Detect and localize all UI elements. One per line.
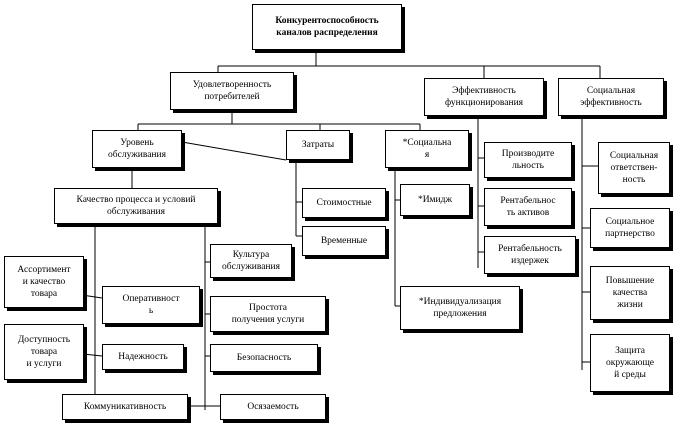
- safety-node: Безопасность: [210, 344, 318, 372]
- quality-node: Качество процесса и условий обслуживания: [54, 188, 218, 224]
- partnership-node: Социальное партнерство: [590, 208, 670, 248]
- service-level-node: Уровень обслуживания: [92, 130, 182, 168]
- social-efficiency-node: Социальная эффективность: [558, 78, 664, 116]
- image-node: *Имидж: [400, 184, 470, 216]
- assortment-node: Ассортимент и качество товара: [4, 256, 84, 308]
- functioning-efficiency-node: Эффективность функционирования: [424, 78, 544, 116]
- individualization-node: *Индивидуализация предложения: [400, 286, 520, 330]
- monetary-costs-node: Стоимостные: [302, 188, 386, 218]
- productivity-node: Производите льность: [484, 142, 572, 178]
- satisfaction-node: Удовлетворенность потребителей: [170, 72, 294, 110]
- tangibility-node: Осязаемость: [220, 394, 326, 420]
- life-quality-node: Повышение качества жизни: [590, 266, 670, 320]
- social-responsibility-node: Социальная ответствен- ность: [598, 142, 670, 194]
- social-node: *Социальна я: [385, 130, 469, 168]
- availability-node: Доступность товара и услуги: [4, 324, 84, 380]
- asset-profitability-node: Рентабельнос ть активов: [484, 188, 572, 226]
- promptness-node: Оперативност ь: [102, 286, 200, 324]
- costs-node: Затраты: [286, 130, 350, 160]
- environment-node: Защита окружающе й среды: [590, 334, 670, 392]
- service-culture-node: Культура обслуживания: [210, 244, 292, 278]
- root-node: Конкурентоспособность каналов распределе…: [252, 4, 402, 50]
- cost-profitability-node: Рентабельность издержек: [484, 236, 576, 274]
- simplicity-node: Простота получения услуги: [210, 296, 326, 332]
- reliability-node: Надежность: [102, 344, 184, 370]
- communicativeness-node: Коммуникативность: [62, 394, 188, 420]
- time-costs-node: Временные: [302, 226, 386, 256]
